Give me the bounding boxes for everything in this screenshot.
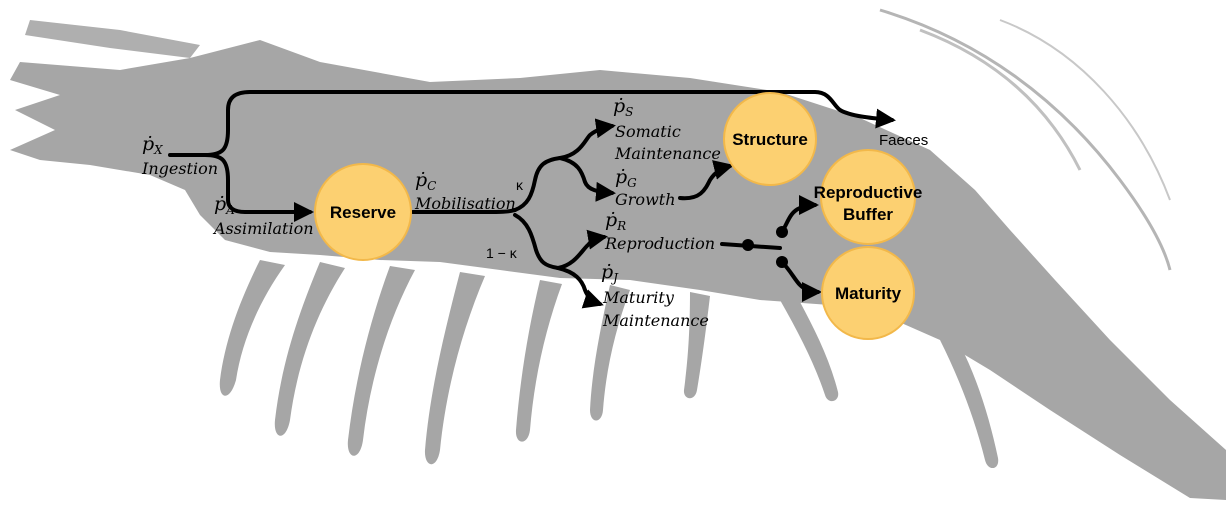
kappa-label: κ	[516, 177, 524, 193]
switch-dot	[742, 239, 754, 251]
reproduction-label: Reproduction	[604, 234, 715, 253]
antenna	[1000, 20, 1170, 200]
reproductive-buffer-label-2: Buffer	[843, 205, 893, 224]
maturity-label-1: Maturity	[602, 288, 675, 307]
somatic-label-2: Maintenance	[614, 144, 721, 163]
ingestion-label: Ingestion	[141, 159, 218, 178]
antenna	[920, 30, 1080, 170]
mobilisation-label: Mobilisation	[414, 194, 516, 213]
reserve-node: Reserve	[315, 164, 411, 260]
maturity-switch-dot	[776, 256, 788, 268]
maturity-label: Maturity	[835, 284, 902, 303]
structure-label: Structure	[732, 130, 808, 149]
structure-node: Structure	[724, 93, 816, 185]
faeces-label: Faeces	[879, 132, 928, 149]
growth-label: Growth	[615, 190, 676, 209]
reserve-label: Reserve	[330, 203, 396, 222]
buffer-switch-dot	[776, 226, 788, 238]
maturity-label-2: Maintenance	[602, 311, 709, 330]
assimilation-label: Assimilation	[212, 219, 314, 238]
reproductive-buffer-label-1: Reproductive	[814, 183, 923, 202]
maturity-node: Maturity	[822, 247, 914, 339]
one-minus-kappa-label: 1 − κ	[486, 245, 518, 261]
somatic-label-1: Somatic	[615, 122, 681, 141]
